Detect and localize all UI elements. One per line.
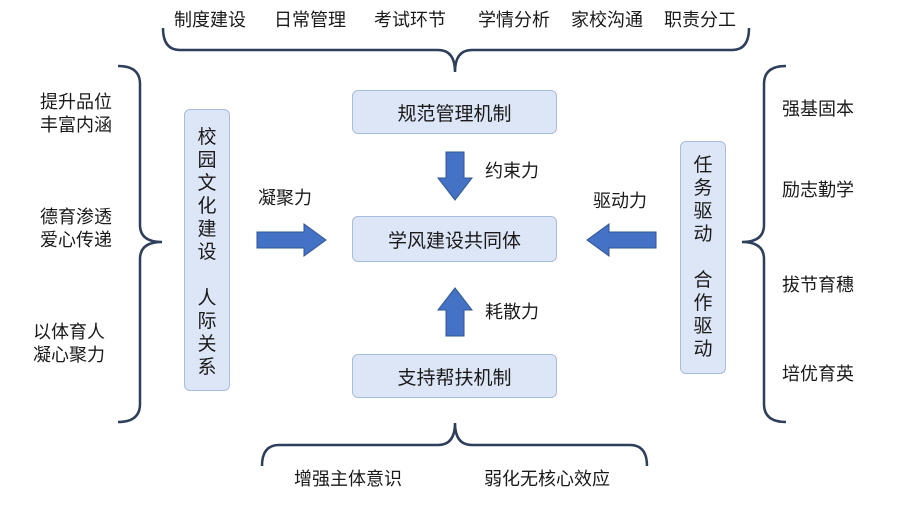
left-item-line2: 凝心聚力 [33,345,105,366]
top-item: 职责分工 [664,10,736,31]
left-item-line1: 以体育人 [33,322,105,343]
drive-box: 任务驱动 合作驱动 [680,141,726,374]
top-item: 考试环节 [374,10,446,31]
support-mechanism-label: 支持帮扶机制 [397,366,512,389]
arrow-up [436,287,474,337]
cohesion-force-label: 凝聚力 [258,188,312,209]
campus-culture-text: 校园文化建设 [197,126,217,263]
top-item: 日常管理 [274,10,346,31]
bottom-brace [260,422,649,467]
constraint-force-label: 约束力 [485,161,539,182]
bottom-item: 增强主体意识 [294,469,402,490]
management-mechanism-label: 规范管理机制 [397,102,512,125]
left-item-line1: 德育渗透 [40,207,112,228]
driving-force-label: 驱动力 [593,191,647,212]
study-community-box: 学风建设共同体 [352,216,557,262]
right-item: 强基固本 [782,99,854,120]
right-item: 拔节育穗 [782,275,854,296]
arrow-down [436,151,474,201]
support-mechanism-box: 支持帮扶机制 [352,354,557,398]
relations-text: 人际关系 [197,287,217,378]
cooperation-drive-text: 合作驱动 [693,269,713,360]
study-community-label: 学风建设共同体 [387,229,521,252]
management-mechanism-box: 规范管理机制 [352,90,557,134]
right-item: 培优育英 [782,364,854,385]
top-item: 家校沟通 [571,10,643,31]
bottom-item: 弱化无核心效应 [484,469,610,490]
task-drive-text: 任务驱动 [693,154,713,245]
top-item: 学情分析 [478,10,550,31]
right-item: 励志勤学 [782,180,854,201]
arrow-right [256,223,327,257]
dissipation-force-label: 耗散力 [485,302,539,323]
right-brace [741,64,787,424]
top-item: 制度建设 [174,10,246,31]
left-brace [117,64,163,424]
arrow-left [586,223,657,257]
left-item-line2: 爱心传递 [40,230,112,251]
campus-culture-box: 校园文化建设 人际关系 [184,109,230,391]
left-item-line2: 丰富内涵 [40,115,112,136]
top-brace [161,27,751,73]
left-item-line1: 提升品位 [40,92,112,113]
